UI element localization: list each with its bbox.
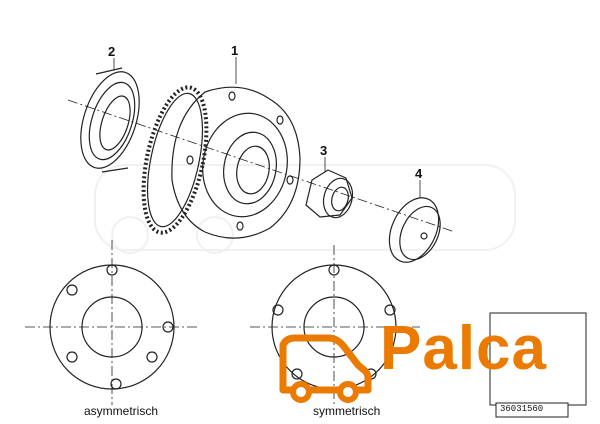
callout-4: 4 xyxy=(415,166,423,181)
callout-3: 3 xyxy=(320,143,328,158)
collar-nut-part-3 xyxy=(305,169,354,219)
caption-asymmetric: asymmetrisch xyxy=(84,404,159,418)
symmetric-flange-view xyxy=(250,245,420,405)
callout-2: 2 xyxy=(108,44,116,59)
callout-1: 1 xyxy=(231,43,239,58)
asymmetric-flange-view xyxy=(25,240,200,405)
background-watermark xyxy=(94,164,516,254)
diagram-code: 36031560 xyxy=(500,404,544,414)
caption-symmetric: symmetrisch xyxy=(313,404,381,418)
seal-ring-part-2 xyxy=(80,67,140,173)
grease-cap-part-4 xyxy=(388,197,441,263)
watermark-text: Palca xyxy=(380,314,548,383)
wheel-hub-part-1 xyxy=(141,85,301,239)
leader-lines xyxy=(113,57,421,198)
palca-logo xyxy=(279,312,587,406)
diagram-code-box xyxy=(495,402,569,418)
